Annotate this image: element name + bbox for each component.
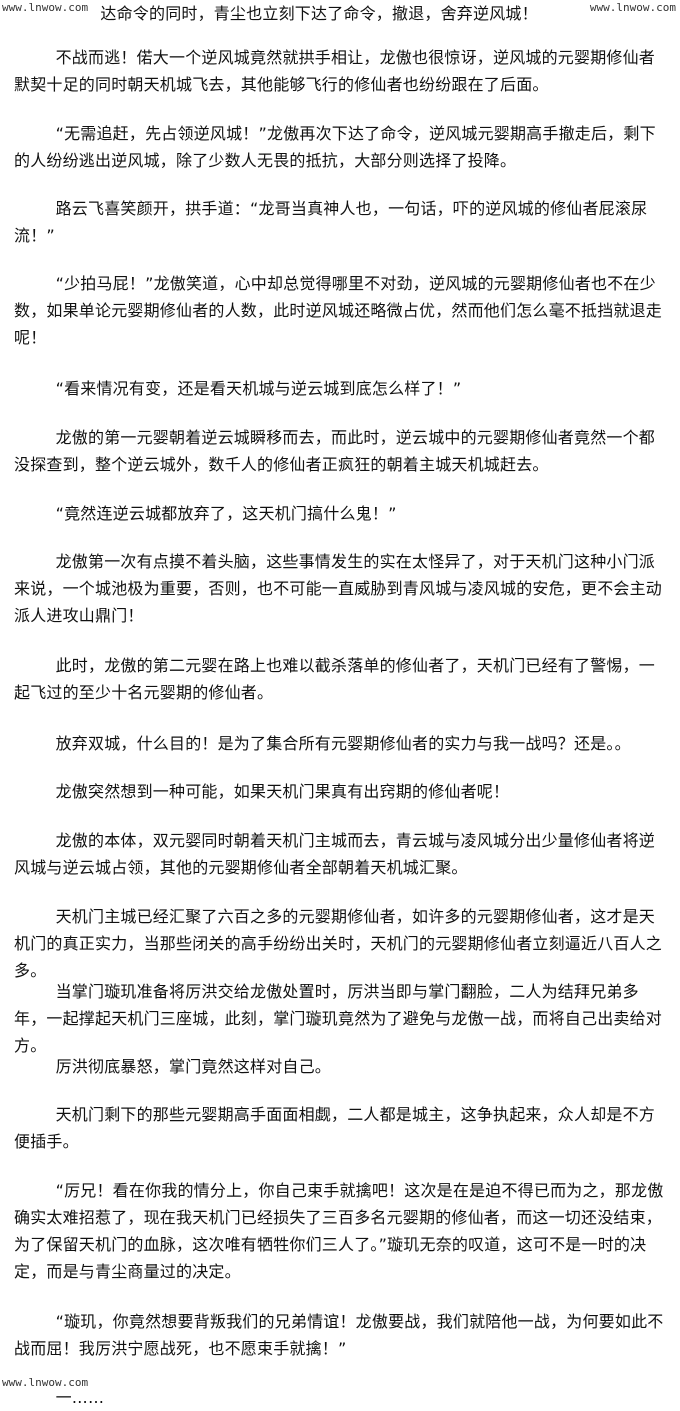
paragraph: “竟然连逆云城都放弃了，这天机门搞什么鬼！” — [55, 504, 397, 523]
paragraph: 达命令的同时，青尘也立刻下达了命令，撤退，舍弃逆风城！ — [100, 4, 538, 23]
paragraph: 龙傲的本体，双元婴同时朝着天机门主城而去，青云城与凌风城分出少量修仙者将逆风城与… — [14, 831, 655, 877]
paragraph: 不战而逃！偌大一个逆风城竟然就拱手相让，龙傲也很惊讶，逆风城的元婴期修仙者默契十… — [14, 48, 655, 94]
paragraph: 一…… — [55, 1388, 105, 1407]
watermark-bottom-left: www.lnwow.com — [2, 1376, 89, 1389]
watermark-top-left: www.lnwow.com — [2, 1, 89, 14]
paragraph: “无需追赶，先占领逆风城！”龙傲再次下达了命令，逆风城元婴期高手撤走后，剩下的人… — [14, 124, 656, 170]
paragraph: “璇玑，你竟然想要背叛我们的兄弟情谊！龙傲要战，我们就陪他一战，为何要如此不战而… — [14, 1312, 664, 1358]
paragraph: 龙傲突然想到一种可能，如果天机门果真有出窍期的修仙者呢！ — [55, 782, 510, 801]
paragraph: 路云飞喜笑颜开，拱手道：“龙哥当真神人也，一句话，吓的逆风城的修仙者屁滚尿流！” — [14, 199, 648, 245]
paragraph: “厉兄！看在你我的情分上，你自己束手就擒吧！这次是在是迫不得已而为之，那龙傲确实… — [14, 1181, 664, 1281]
paragraph: 龙傲第一次有点摸不着头脑，这些事情发生的实在太怪异了，对于天机门这种小门派来说，… — [14, 552, 663, 625]
watermark-top-right: www.lnwow.com — [589, 1, 676, 14]
paragraph: 当掌门璇玑准备将厉洪交给龙傲处置时，厉洪当即与掌门翻脸，二人为结拜兄弟多年，一起… — [14, 982, 663, 1055]
paragraph: 放弃双城，什么目的！是为了集合所有元婴期修仙者的实力与我一战吗？还是。。 — [55, 734, 631, 753]
paragraph: 此时，龙傲的第二元婴在路上也难以截杀落单的修仙者了，天机门已经有了警惕，一起飞过… — [14, 656, 655, 702]
paragraph: 天机门主城已经汇聚了六百之多的元婴期修仙者，如许多的元婴期修仙者，这才是天机门的… — [14, 907, 663, 980]
paragraph: 天机门剩下的那些元婴期高手面面相觑，二人都是城主，这争执起来，众人却是不方便插手… — [14, 1105, 655, 1151]
paragraph: “看来情况有变，还是看天机城与逆云城到底怎么样了！” — [55, 379, 462, 398]
paragraph: 龙傲的第一元婴朝着逆云城瞬移而去，而此时，逆云城中的元婴期修仙者竟然一个都没探查… — [14, 428, 655, 474]
paragraph: “少拍马屁！”龙傲笑道，心中却总觉得哪里不对劲，逆风城的元婴期修仙者也不在少数，… — [14, 274, 663, 347]
paragraph: 厉洪彻底暴怒，掌门竟然这样对自己。 — [55, 1057, 331, 1076]
